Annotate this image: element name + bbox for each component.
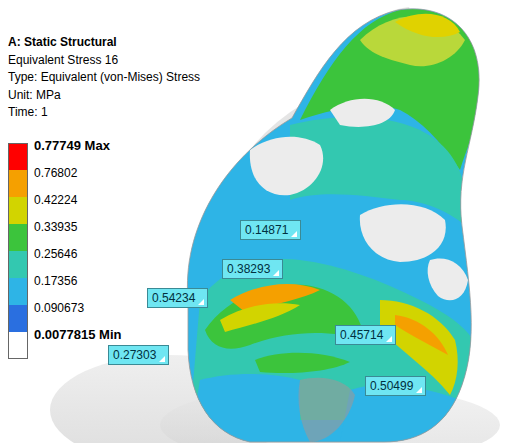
stress-contours — [170, 0, 500, 443]
legend-swatch — [8, 143, 28, 170]
legend-value: 0.77749 Max — [34, 139, 110, 153]
legend-swatch — [8, 278, 28, 305]
legend-swatch — [8, 224, 28, 251]
legend-value: 0.33935 — [34, 220, 77, 234]
legend-swatch — [8, 197, 28, 224]
callout-number: 0.54234 — [152, 291, 195, 305]
legend-swatch — [8, 170, 28, 197]
callout-number: 0.38293 — [227, 262, 270, 276]
legend-value: 0.76802 — [34, 166, 77, 180]
plot-info: Equivalent Stress 16 — [8, 53, 118, 67]
plot-info: Time: 1 — [8, 105, 48, 119]
plot-info: Type: Equivalent (von-Mises) Stress — [8, 70, 200, 84]
legend-value: 0.090673 — [34, 301, 84, 315]
probe-callout: 0.50499 — [365, 376, 426, 396]
legend-value: 0.25646 — [34, 247, 77, 261]
probe-callout: 0.14871 — [240, 220, 301, 240]
plot-info: Unit: MPa — [8, 88, 61, 102]
legend-swatch — [8, 305, 28, 332]
probe-callout: 0.38293 — [222, 259, 283, 279]
legend-swatch — [8, 332, 28, 359]
legend-swatch — [8, 251, 28, 278]
probe-callout: 0.27303 — [108, 345, 169, 365]
callout-number: 0.14871 — [245, 223, 288, 237]
probe-callout: 0.54234 — [147, 288, 208, 308]
callout-number: 0.27303 — [113, 348, 156, 362]
probe-callout: 0.45714 — [335, 325, 396, 345]
legend-value: 0.42224 — [34, 193, 77, 207]
callout-number: 0.50499 — [370, 379, 413, 393]
implant-outline — [187, 9, 479, 442]
plot-title: A: Static Structural — [8, 35, 117, 49]
callout-number: 0.45714 — [340, 328, 383, 342]
legend-value: 0.0077815 Min — [34, 328, 121, 342]
legend-value: 0.17356 — [34, 274, 77, 288]
